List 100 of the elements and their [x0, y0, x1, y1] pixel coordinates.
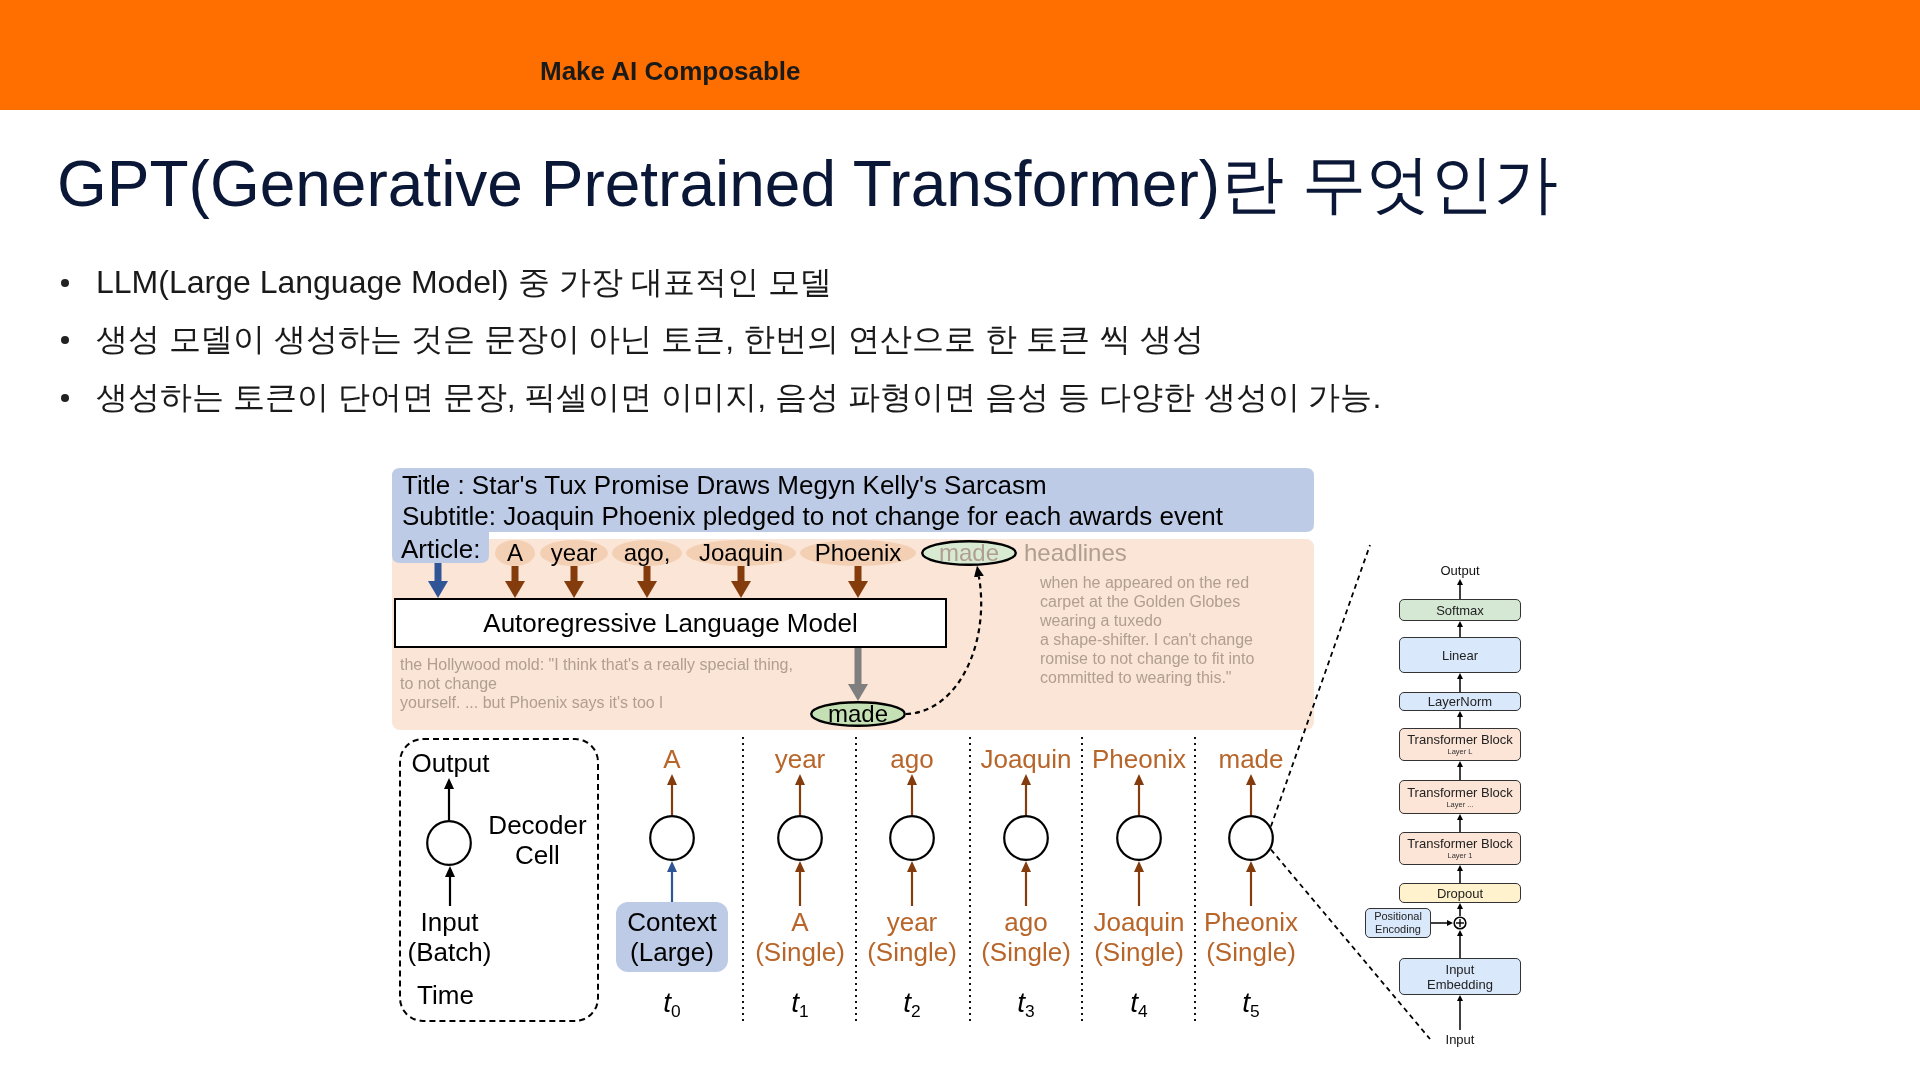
output-oval: made: [810, 701, 906, 727]
block-title: Transformer Block: [1407, 733, 1513, 747]
slide-title: GPT(Generative Pretrained Transformer)란 무엇인가: [57, 147, 1558, 222]
arrow: [1246, 862, 1256, 906]
output-token: ago: [860, 744, 964, 774]
arrow: [444, 779, 454, 820]
cell-label: Decoder Cell: [487, 809, 588, 870]
input-token: year (Single): [860, 906, 964, 968]
arrow: [849, 566, 867, 598]
layer-box: LayerNorm: [1399, 692, 1521, 711]
plus-circle: [1453, 916, 1467, 930]
arrow: [1134, 775, 1144, 815]
transformer-block-box: [1399, 780, 1521, 814]
arrow: [1021, 775, 1031, 815]
token-oval: A: [495, 540, 535, 566]
time-step-label: t$_{2}$: [902, 986, 922, 1020]
input-token: Joaquin (Single): [1087, 906, 1191, 968]
arrow: [565, 566, 583, 598]
zoom-line: [1270, 848, 1431, 1040]
arrow: [445, 867, 455, 906]
cell-circle: [1003, 815, 1049, 861]
input-token: ago (Single): [974, 906, 1078, 968]
block-title: Transformer Block: [1407, 837, 1513, 851]
input-label: Input: [1430, 1030, 1490, 1048]
block-title: Transformer Block: [1407, 785, 1513, 800]
time-step-label: t$_{0}$: [662, 986, 682, 1020]
arrow: [1457, 761, 1463, 781]
input-label: Input (Batch): [401, 905, 498, 968]
arrow: [795, 862, 805, 906]
zoom-line: [1270, 544, 1371, 828]
transformer-block-box: [1399, 832, 1521, 865]
layer-box: Softmax: [1399, 599, 1521, 621]
arrow: [1457, 579, 1463, 600]
bullet-text: LLM(Large Language Model) 중 가장 대표적인 모델: [96, 263, 833, 302]
token-oval: ago,: [612, 540, 682, 566]
bullet-text: 생성 모델이 생성하는 것은 문장이 아닌 토큰, 한번의 연산으로 한 토큰 씩 생성: [96, 320, 1204, 359]
arrow: [1457, 903, 1463, 917]
model-box: Autoregressive Language Model: [394, 598, 947, 648]
subtitle-line: Subtitle: Joaquin Phoenix pledged to not change for each awards event: [402, 501, 1224, 531]
arrow: [905, 566, 984, 716]
title-line: Title : Star's Tux Promise Draws Megyn Kelly's Sarcasm: [402, 470, 1047, 500]
layer-box: Dropout: [1399, 883, 1521, 903]
arrow: [732, 566, 750, 598]
article-text: headlines: [1024, 540, 1127, 566]
arrow: [1134, 862, 1144, 906]
arrow: [1457, 930, 1463, 959]
cell-circle: [1116, 815, 1162, 861]
article-label: Article:: [401, 534, 481, 564]
arrow: [506, 566, 524, 598]
arrow: [795, 775, 805, 815]
output-token: made: [1199, 744, 1303, 774]
output-token: A: [620, 744, 724, 774]
arrow: [907, 862, 917, 906]
cell-circle: [777, 815, 823, 861]
arrow: [849, 648, 867, 701]
legend-box: [399, 738, 599, 1022]
output-token: Joaquin: [974, 744, 1078, 774]
cell-circle: [649, 815, 695, 861]
transformer-block-box: [1399, 728, 1521, 761]
token-oval: made: [921, 540, 1017, 566]
arrow: [907, 775, 917, 815]
arrow: [1457, 865, 1463, 884]
article-text: romise to not change to fit into: [1040, 649, 1255, 668]
article-text: committed to wearing this.": [1040, 668, 1232, 687]
article-text: yourself. ... but Phoenix says it's too l: [400, 693, 663, 712]
time-step-label: t$_{5}$: [1241, 986, 1261, 1020]
output-label: Output: [1430, 561, 1490, 579]
time-step-label: t$_{3}$: [1016, 986, 1036, 1020]
arrow: [1457, 995, 1463, 1031]
output-token: year: [748, 744, 852, 774]
output-label: Output: [405, 747, 496, 778]
cell-circle: [425, 819, 472, 866]
layer-box: Linear: [1399, 637, 1521, 673]
cell-circle: [1228, 815, 1274, 861]
arrow: [1457, 673, 1463, 693]
arrow: [667, 862, 677, 902]
arrow: [1457, 621, 1463, 638]
arrow: [667, 775, 677, 815]
time-step-label: t$_{1}$: [790, 986, 810, 1020]
arrow: [1430, 920, 1453, 926]
arrow: [1021, 862, 1031, 906]
article-text: a shape-shifter. I can't change: [1040, 630, 1253, 649]
input-token: A (Single): [748, 906, 852, 968]
article-band: [392, 539, 1314, 730]
time-step-label: t$_{4}$: [1129, 986, 1149, 1020]
arrow: [1457, 814, 1463, 833]
time-label: Time: [416, 979, 475, 1010]
encoding-box: Positional Encoding: [1365, 908, 1431, 938]
arrow: [638, 566, 656, 598]
output-token: Pheonix: [1087, 744, 1191, 774]
layer-box: Input Embedding: [1399, 958, 1521, 995]
arrow: [429, 563, 447, 598]
header-tagline: Make AI Composable: [540, 55, 801, 87]
arrow: [1246, 775, 1256, 815]
context-box: Context (Large): [616, 902, 728, 972]
token-oval: year: [540, 540, 608, 566]
cell-circle: [889, 815, 935, 861]
input-token: Pheonix (Single): [1199, 906, 1303, 968]
bullet-text: 생성하는 토큰이 단어면 문장, 픽셀이면 이미지, 음성 파형이면 음성 등 다양한 생성이 가능.: [96, 378, 1382, 417]
arrow: [1457, 711, 1463, 729]
